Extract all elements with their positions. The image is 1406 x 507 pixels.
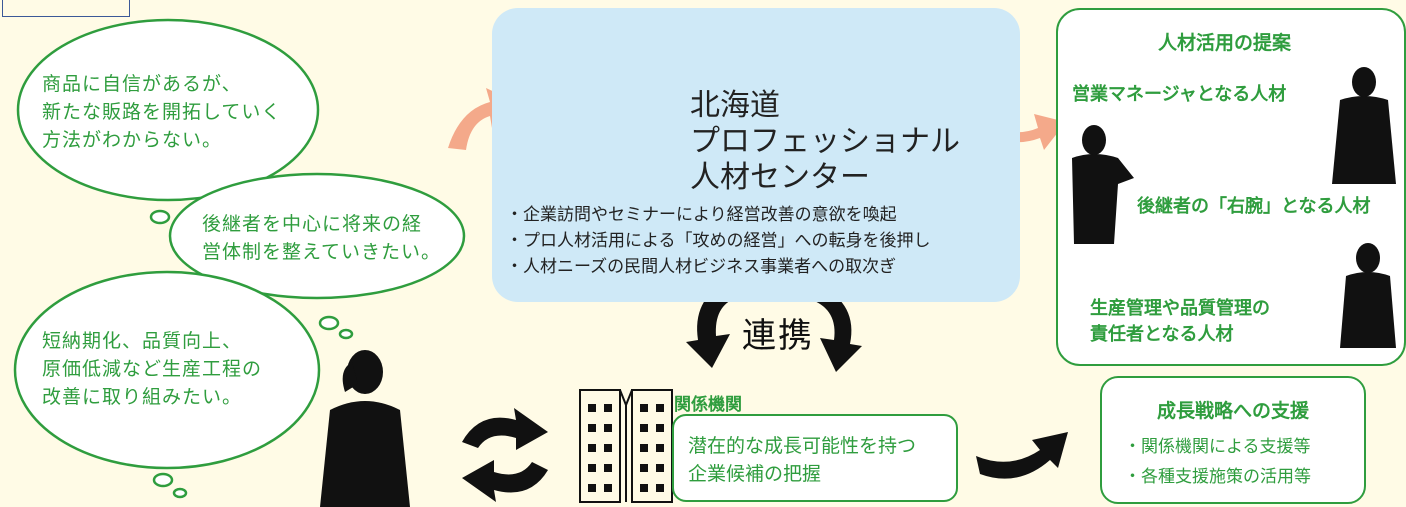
related-org-box: 潜在的な成長可能性を持つ 企業候補の把握 — [672, 414, 958, 502]
proposal-title: 人材活用の提案 — [1158, 32, 1292, 54]
thought-dot — [152, 472, 174, 488]
concern-text-3: 短納期化、品質向上、 原価低減など生産工程の 改善に取り組みたい。 — [42, 330, 263, 408]
related-org-building-icon — [579, 389, 673, 503]
exchange-arrow-top-icon — [462, 408, 548, 450]
thought-dot — [149, 209, 171, 225]
related-org-label: 関係機関 — [674, 395, 742, 415]
corner-frame — [2, 0, 130, 17]
center-box — [492, 8, 1020, 302]
center-bullets: ・企業訪問やセミナーにより経営改善の意欲を喚起 ・プロ人材活用による「攻めの経営… — [506, 202, 931, 280]
thought-dot — [338, 328, 354, 340]
proposal-figures — [1072, 67, 1396, 348]
concern-text-2: 後継者を中心に将来の経 営体制を整えていきたい。 — [202, 213, 442, 263]
concern-text-1: 商品に自信があるが、 新たな販路を開拓していく 方法がわからない。 — [42, 73, 282, 151]
cooperation-arrow-left-icon — [686, 282, 736, 368]
center-bullet: ・人材ニーズの民間人材ビジネス事業者への取次ぎ — [506, 257, 897, 277]
growth-item: ・関係機関による支援等 — [1124, 437, 1311, 457]
concern-bubble-1 — [16, 18, 320, 202]
cooperation-arrow-right-icon — [812, 286, 862, 372]
center-bullet: ・企業訪問やセミナーにより経営改善の意欲を喚起 — [506, 205, 897, 225]
concern-bubble-2 — [168, 172, 466, 300]
center-bullet: ・プロ人材活用による「攻めの経営」への転身を後押し — [506, 231, 931, 251]
thought-dot — [318, 315, 340, 331]
arrow-to-growth-icon — [976, 432, 1068, 479]
center-title: 北海道 プロフェッショナル 人材センター — [690, 88, 960, 195]
businessman-side-icon — [1340, 243, 1396, 348]
businessman-standing-icon — [1332, 67, 1396, 184]
exchange-arrow-bottom-icon — [462, 460, 548, 502]
growth-title: 成長戦略への支援 — [1156, 400, 1309, 422]
concern-bubble-3 — [13, 270, 321, 470]
proposal-item-3: 生産管理や品質管理の 責任者となる人材 — [1090, 298, 1270, 345]
related-org-text: 潜在的な成長可能性を持つ 企業候補の把握 — [688, 435, 917, 485]
growth-item: ・各種支援施策の活用等 — [1124, 467, 1311, 487]
businessman-watch-icon — [1072, 125, 1134, 244]
arrow-to-proposal-icon — [975, 114, 1066, 150]
growth-box: 成長戦略への支援 ・関係機関による支援等 ・各種支援施策の活用等 — [1100, 376, 1366, 504]
cooperation-label: 連携 — [742, 316, 814, 356]
thought-dot — [172, 487, 188, 499]
proposal-item-2: 後継者の「右腕」となる人材 — [1137, 196, 1371, 217]
businessman-thinking-icon — [320, 350, 410, 507]
proposal-item-1: 営業マネージャとなる人材 — [1072, 84, 1287, 105]
